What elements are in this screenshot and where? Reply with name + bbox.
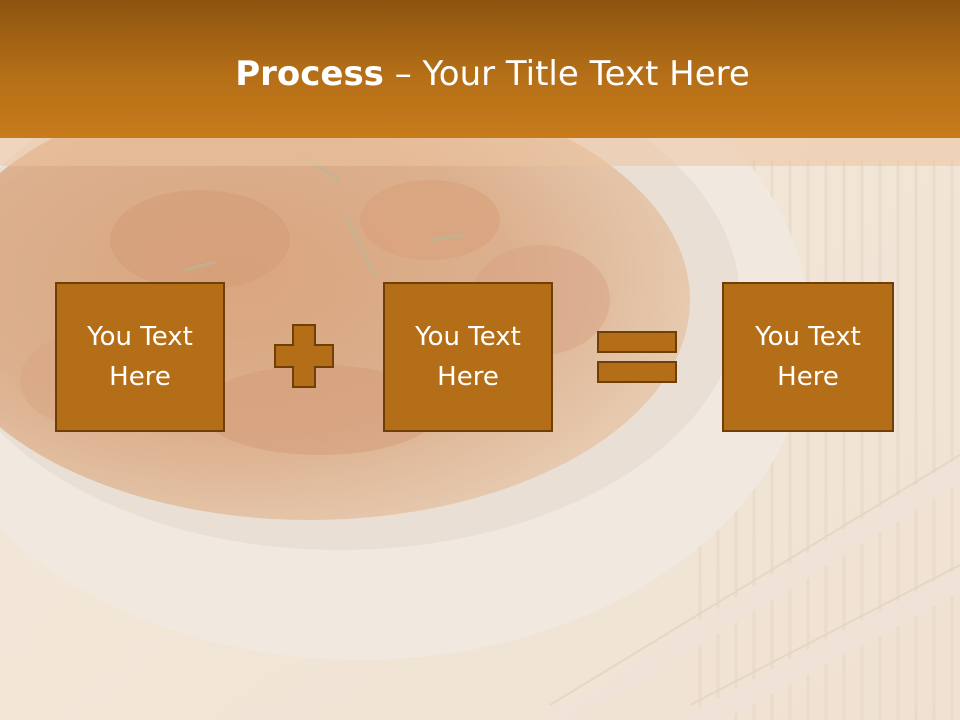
plus-icon (274, 324, 334, 388)
process-box-2[interactable]: You Text Here (383, 282, 553, 432)
process-box-3-text: You Text Here (755, 322, 861, 392)
process-box-3[interactable]: You Text Here (722, 282, 894, 432)
title-rest-part: – Your Title Text Here (383, 54, 750, 94)
slide-title[interactable]: Process – Your Title Text Here (0, 52, 960, 96)
process-box-2-text: You Text Here (415, 322, 521, 392)
process-box-1-text: You Text Here (87, 322, 193, 392)
title-bar (0, 0, 960, 138)
header-accent-strip (0, 138, 960, 166)
equals-icon (597, 331, 677, 383)
title-bold-part: Process (235, 54, 384, 94)
process-box-1[interactable]: You Text Here (55, 282, 225, 432)
